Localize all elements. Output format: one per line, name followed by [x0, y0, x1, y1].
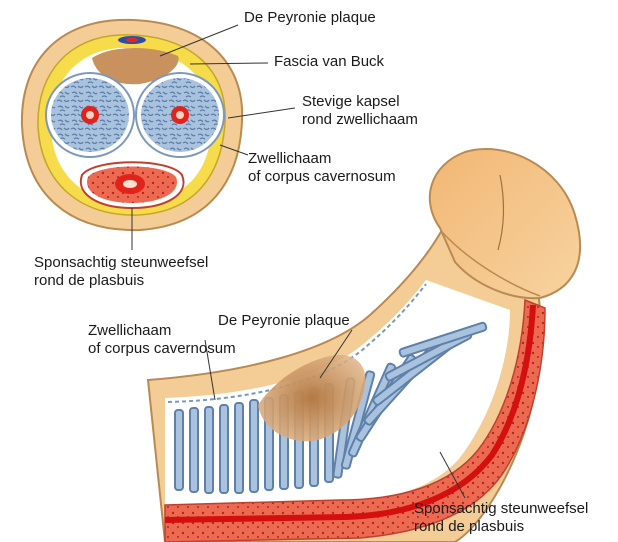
label-zwellichaam-mid: Zwellichaam of corpus cavernosum [88, 322, 236, 358]
cross-section-corpus-left [46, 73, 134, 157]
label-stevige-kapsel: Stevige kapsel rond zwellichaam [302, 93, 418, 129]
label-zwellichaam-top: Zwellichaam of corpus cavernosum [248, 150, 396, 186]
label-peyronie-plaque-mid: De Peyronie plaque [218, 312, 350, 330]
label-peyronie-plaque-top: De Peyronie plaque [244, 9, 376, 27]
cross-section-corpus-spongiosum [81, 162, 184, 208]
cross-section [22, 20, 242, 230]
cross-section-corpus-right [136, 73, 224, 157]
label-fascia-van-buck: Fascia van Buck [274, 53, 384, 71]
label-sponsachtig-bottom: Sponsachtig steunweefsel rond de plasbui… [414, 500, 588, 536]
label-sponsachtig-top: Sponsachtig steunweefsel rond de plasbui… [34, 254, 208, 290]
